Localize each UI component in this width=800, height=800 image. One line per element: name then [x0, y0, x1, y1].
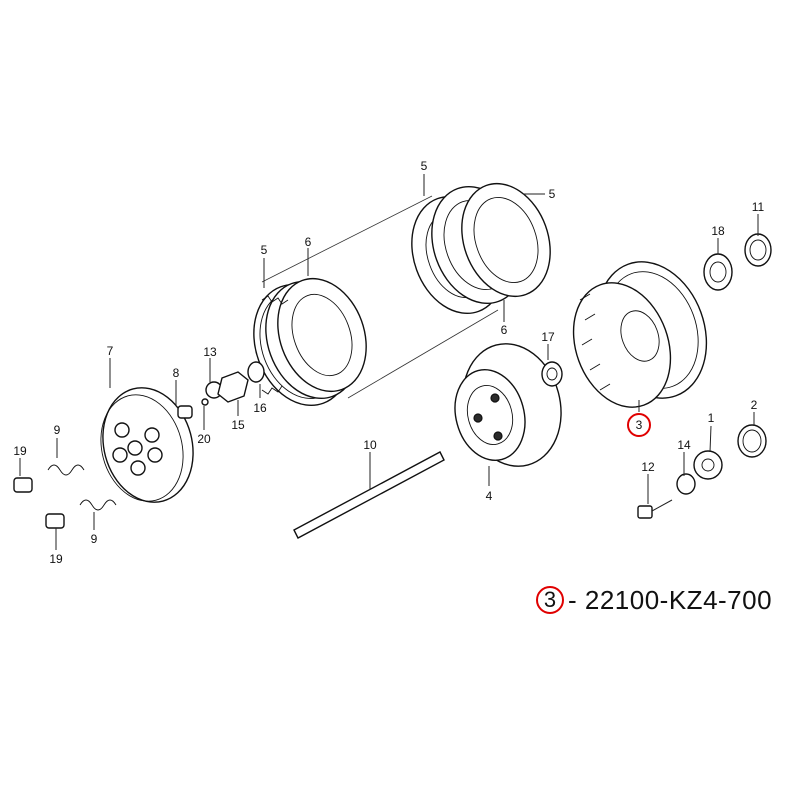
legend-ref-circle: 3	[536, 586, 564, 614]
callout-8: 8	[173, 366, 180, 380]
callout-5-right: 5	[549, 187, 556, 201]
callout-9-lower: 9	[91, 532, 98, 546]
pressure-plate	[100, 387, 194, 503]
callout-20: 20	[197, 432, 211, 446]
callout-7: 7	[107, 344, 114, 358]
rod-10	[293, 451, 445, 539]
clutch-center-hub	[454, 343, 562, 467]
spring-9-lower	[79, 499, 117, 511]
callout-12: 12	[641, 460, 655, 474]
lock-washer-15	[217, 371, 249, 403]
bolt-19-upper	[13, 477, 33, 493]
callout-14: 14	[677, 438, 691, 452]
callout-1: 1	[708, 411, 715, 425]
callout-5-top: 5	[421, 159, 428, 173]
callout-16: 16	[253, 401, 267, 415]
clutch-outer-basket	[572, 261, 708, 408]
callout-17: 17	[541, 330, 555, 344]
part-number-legend: 3 - 22100-KZ4-700	[536, 582, 772, 618]
springs-and-bolts	[13, 464, 117, 529]
plate-stack-guide-lines	[261, 195, 499, 399]
washer-17	[541, 361, 563, 387]
clutch-plate-group-left	[253, 277, 367, 407]
callout-4: 4	[486, 489, 493, 503]
callout-2: 2	[751, 398, 758, 412]
collar-2	[737, 424, 767, 458]
gear-1	[693, 450, 723, 480]
lifter-parts	[177, 361, 265, 419]
bolt-19-lower	[45, 513, 65, 529]
clutch-plate-group-right	[411, 182, 551, 315]
legend-ref-number: 3	[543, 587, 557, 612]
callout-6-right: 6	[501, 323, 508, 337]
lifter-rod-piece	[177, 405, 193, 419]
collar-11	[744, 233, 772, 267]
washer-14	[676, 473, 696, 495]
callout-10: 10	[363, 438, 377, 452]
ball-bearing-20	[201, 398, 209, 406]
callout-15: 15	[231, 418, 245, 432]
spring-9-upper	[47, 464, 85, 476]
callout-3: 3	[636, 418, 643, 432]
callout-19-lower: 19	[49, 552, 63, 566]
leader-lines	[19, 174, 759, 550]
callout-6-left: 6	[305, 235, 312, 249]
bolt-12	[637, 499, 673, 519]
legend-part-number: - 22100-KZ4-700	[568, 584, 773, 615]
callout-labels: 1 2 4 5 5 5 6 6 7 8 9 9 10 11 12 13 14 1…	[13, 159, 764, 566]
callout-3-highlight-ring	[627, 413, 651, 437]
callout-19-upper: 19	[13, 444, 27, 458]
callout-18: 18	[711, 224, 725, 238]
callout-9-upper: 9	[54, 423, 61, 437]
callout-11: 11	[752, 200, 765, 214]
washer-16	[247, 361, 265, 383]
callout-5-left: 5	[261, 243, 268, 257]
bearing-18	[703, 253, 733, 291]
callout-13: 13	[203, 345, 217, 359]
